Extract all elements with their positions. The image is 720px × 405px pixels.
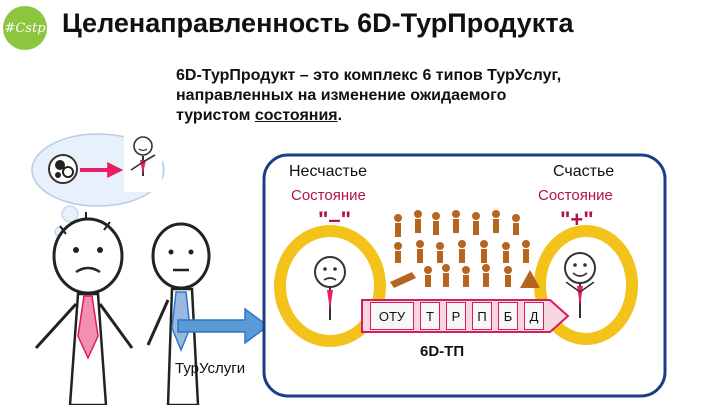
happy-sign: "+" <box>560 207 594 232</box>
product-label: 6D-ТП <box>420 343 465 360</box>
neutral-person-icon <box>146 222 211 405</box>
sad-face-icon <box>314 256 346 320</box>
unhappy-state-label: Состояние <box>291 187 366 204</box>
unhappy-title: Несчастье <box>289 163 368 180</box>
description: 6D-ТурПродукт – это комплекс 6 типов Тур… <box>176 66 616 126</box>
happy-state-label: Состояние <box>538 187 613 204</box>
product-chip-otu: ОТУ <box>370 302 414 330</box>
product-chip-b: Б <box>498 302 518 330</box>
description-line-2: направленных на изменение ожидаемого <box>176 87 507 104</box>
services-label: ТурУслуги <box>175 360 246 377</box>
description-line-3-start: туристом <box>176 107 255 124</box>
tourism-activities-icons <box>390 210 540 288</box>
states-icon <box>48 154 78 184</box>
unhappy-sign: "–" <box>318 207 352 232</box>
product-chip-p: П <box>472 302 492 330</box>
happy-title: Счастье <box>553 163 615 180</box>
description-line-3-end: . <box>337 107 343 124</box>
logo: #Cstp <box>3 6 47 50</box>
product-chip-d: Д <box>524 302 544 330</box>
description-underlined-word: состояния <box>254 107 338 124</box>
happy-face-icon <box>564 252 596 318</box>
description-line-1: 6D-ТурПродукт – это комплекс 6 типов Тур… <box>176 67 562 84</box>
page-title: Целенаправленность 6D-ТурПродукта <box>62 8 574 38</box>
happy-oval <box>534 225 638 345</box>
logo-text: #Cstp <box>4 20 46 36</box>
sad-person-icon <box>34 212 134 405</box>
product-chip-t: Т <box>420 302 440 330</box>
small-happy-person-icon <box>124 130 162 192</box>
services-arrow <box>177 307 270 345</box>
product-chip-r: Р <box>446 302 466 330</box>
unhappy-oval <box>274 225 386 347</box>
description-line-3: туристом состояния. <box>176 106 616 126</box>
